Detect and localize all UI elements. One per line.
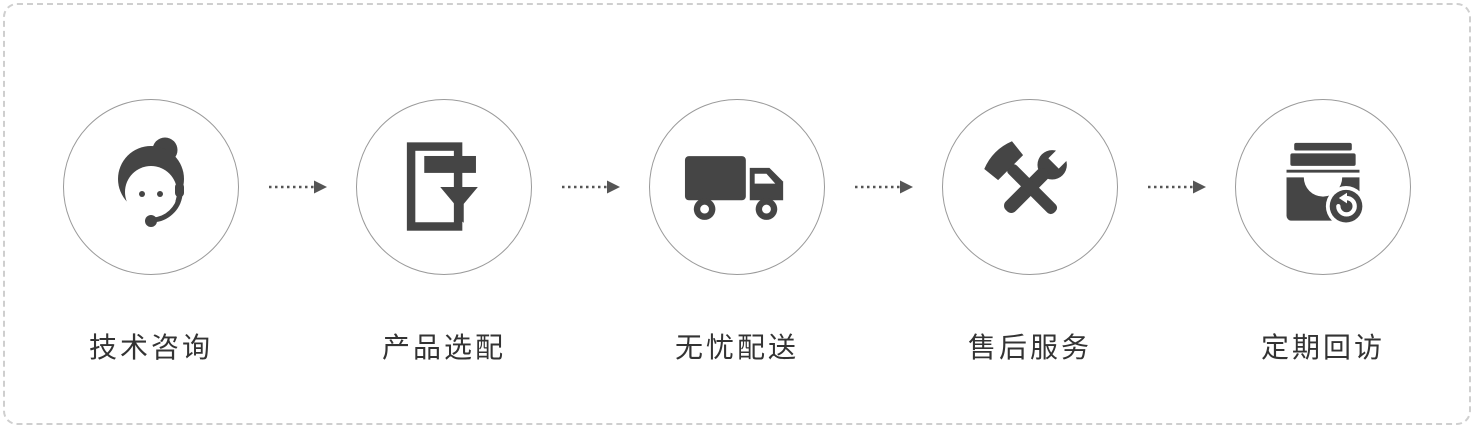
step-circle-selection — [356, 99, 532, 275]
service-flow: 技术咨询 产品选配 — [5, 5, 1469, 365]
customer-service-icon — [101, 137, 201, 237]
arrow-right-icon — [561, 179, 621, 195]
flow-step-delivery: 无忧配送 — [649, 99, 825, 365]
arrow-right-icon — [854, 179, 914, 195]
product-selection-icon — [397, 140, 491, 234]
step-circle-aftersales — [942, 99, 1118, 275]
arrow-right-icon — [268, 179, 328, 195]
service-flow-panel: 技术咨询 产品选配 — [3, 3, 1471, 425]
step-label-aftersales: 售后服务 — [967, 332, 1092, 363]
after-sales-tools-icon — [981, 138, 1079, 236]
follow-up-inbox-icon — [1275, 139, 1371, 235]
step-circle-delivery — [649, 99, 825, 275]
step-circle-followup — [1235, 99, 1411, 275]
flow-step-followup: 定期回访 — [1235, 99, 1411, 365]
step-label-delivery: 无忧配送 — [674, 332, 799, 363]
delivery-truck-icon — [683, 148, 791, 227]
flow-step-selection: 产品选配 — [356, 99, 532, 365]
step-label-selection: 产品选配 — [381, 332, 506, 363]
flow-step-consulting: 技术咨询 — [63, 99, 239, 365]
step-label-followup: 定期回访 — [1260, 332, 1385, 363]
step-circle-consulting — [63, 99, 239, 275]
flow-step-aftersales: 售后服务 — [942, 99, 1118, 365]
arrow-right-icon — [1147, 179, 1207, 195]
step-label-consulting: 技术咨询 — [88, 332, 213, 363]
